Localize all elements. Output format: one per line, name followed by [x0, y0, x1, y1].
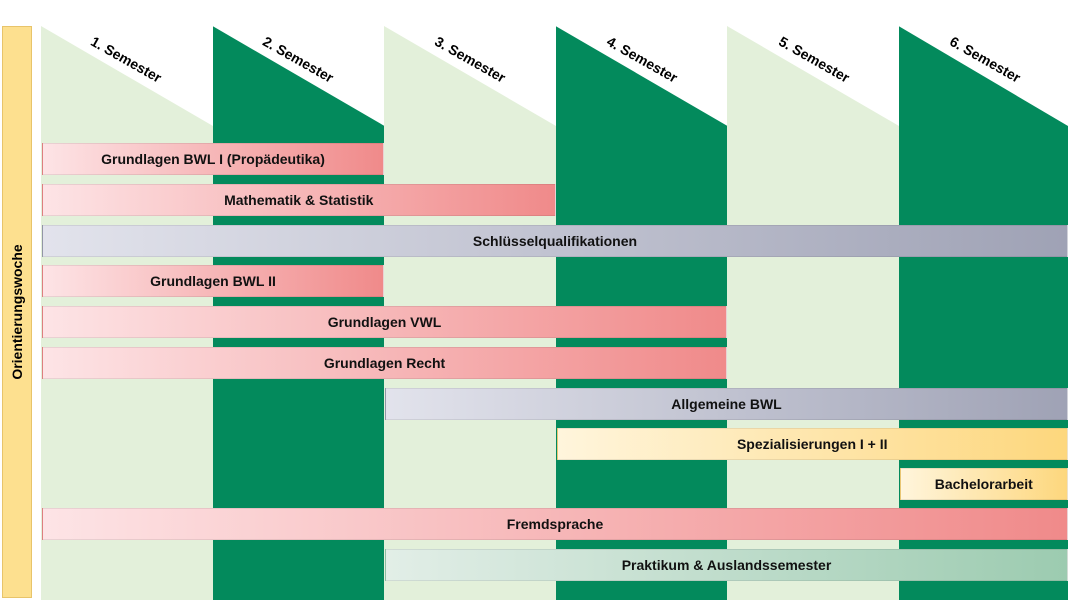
- module-bar: Bachelorarbeit: [899, 468, 1068, 500]
- module-bar: Grundlagen VWL: [42, 306, 727, 338]
- semester-column-6: [898, 26, 1068, 600]
- module-bar: Grundlagen Recht: [42, 347, 727, 379]
- module-bar: Schlüsselqualifikationen: [42, 225, 1068, 257]
- module-bar: Grundlagen BWL II: [42, 265, 384, 297]
- orientation-week-label: Orientierungswoche: [9, 244, 25, 380]
- module-bar: Fremdsprache: [42, 508, 1068, 540]
- orientation-week-bar: [2, 26, 32, 598]
- module-bar: Mathematik & Statistik: [42, 184, 556, 216]
- semester-column-5: [727, 26, 899, 600]
- module-bar: Spezialisierungen I + II: [556, 428, 1068, 460]
- module-bar: Allgemeine BWL: [385, 388, 1068, 420]
- module-bar: Grundlagen BWL I (Propädeutika): [42, 143, 384, 175]
- module-bar: Praktikum & Auslandssemester: [385, 549, 1068, 581]
